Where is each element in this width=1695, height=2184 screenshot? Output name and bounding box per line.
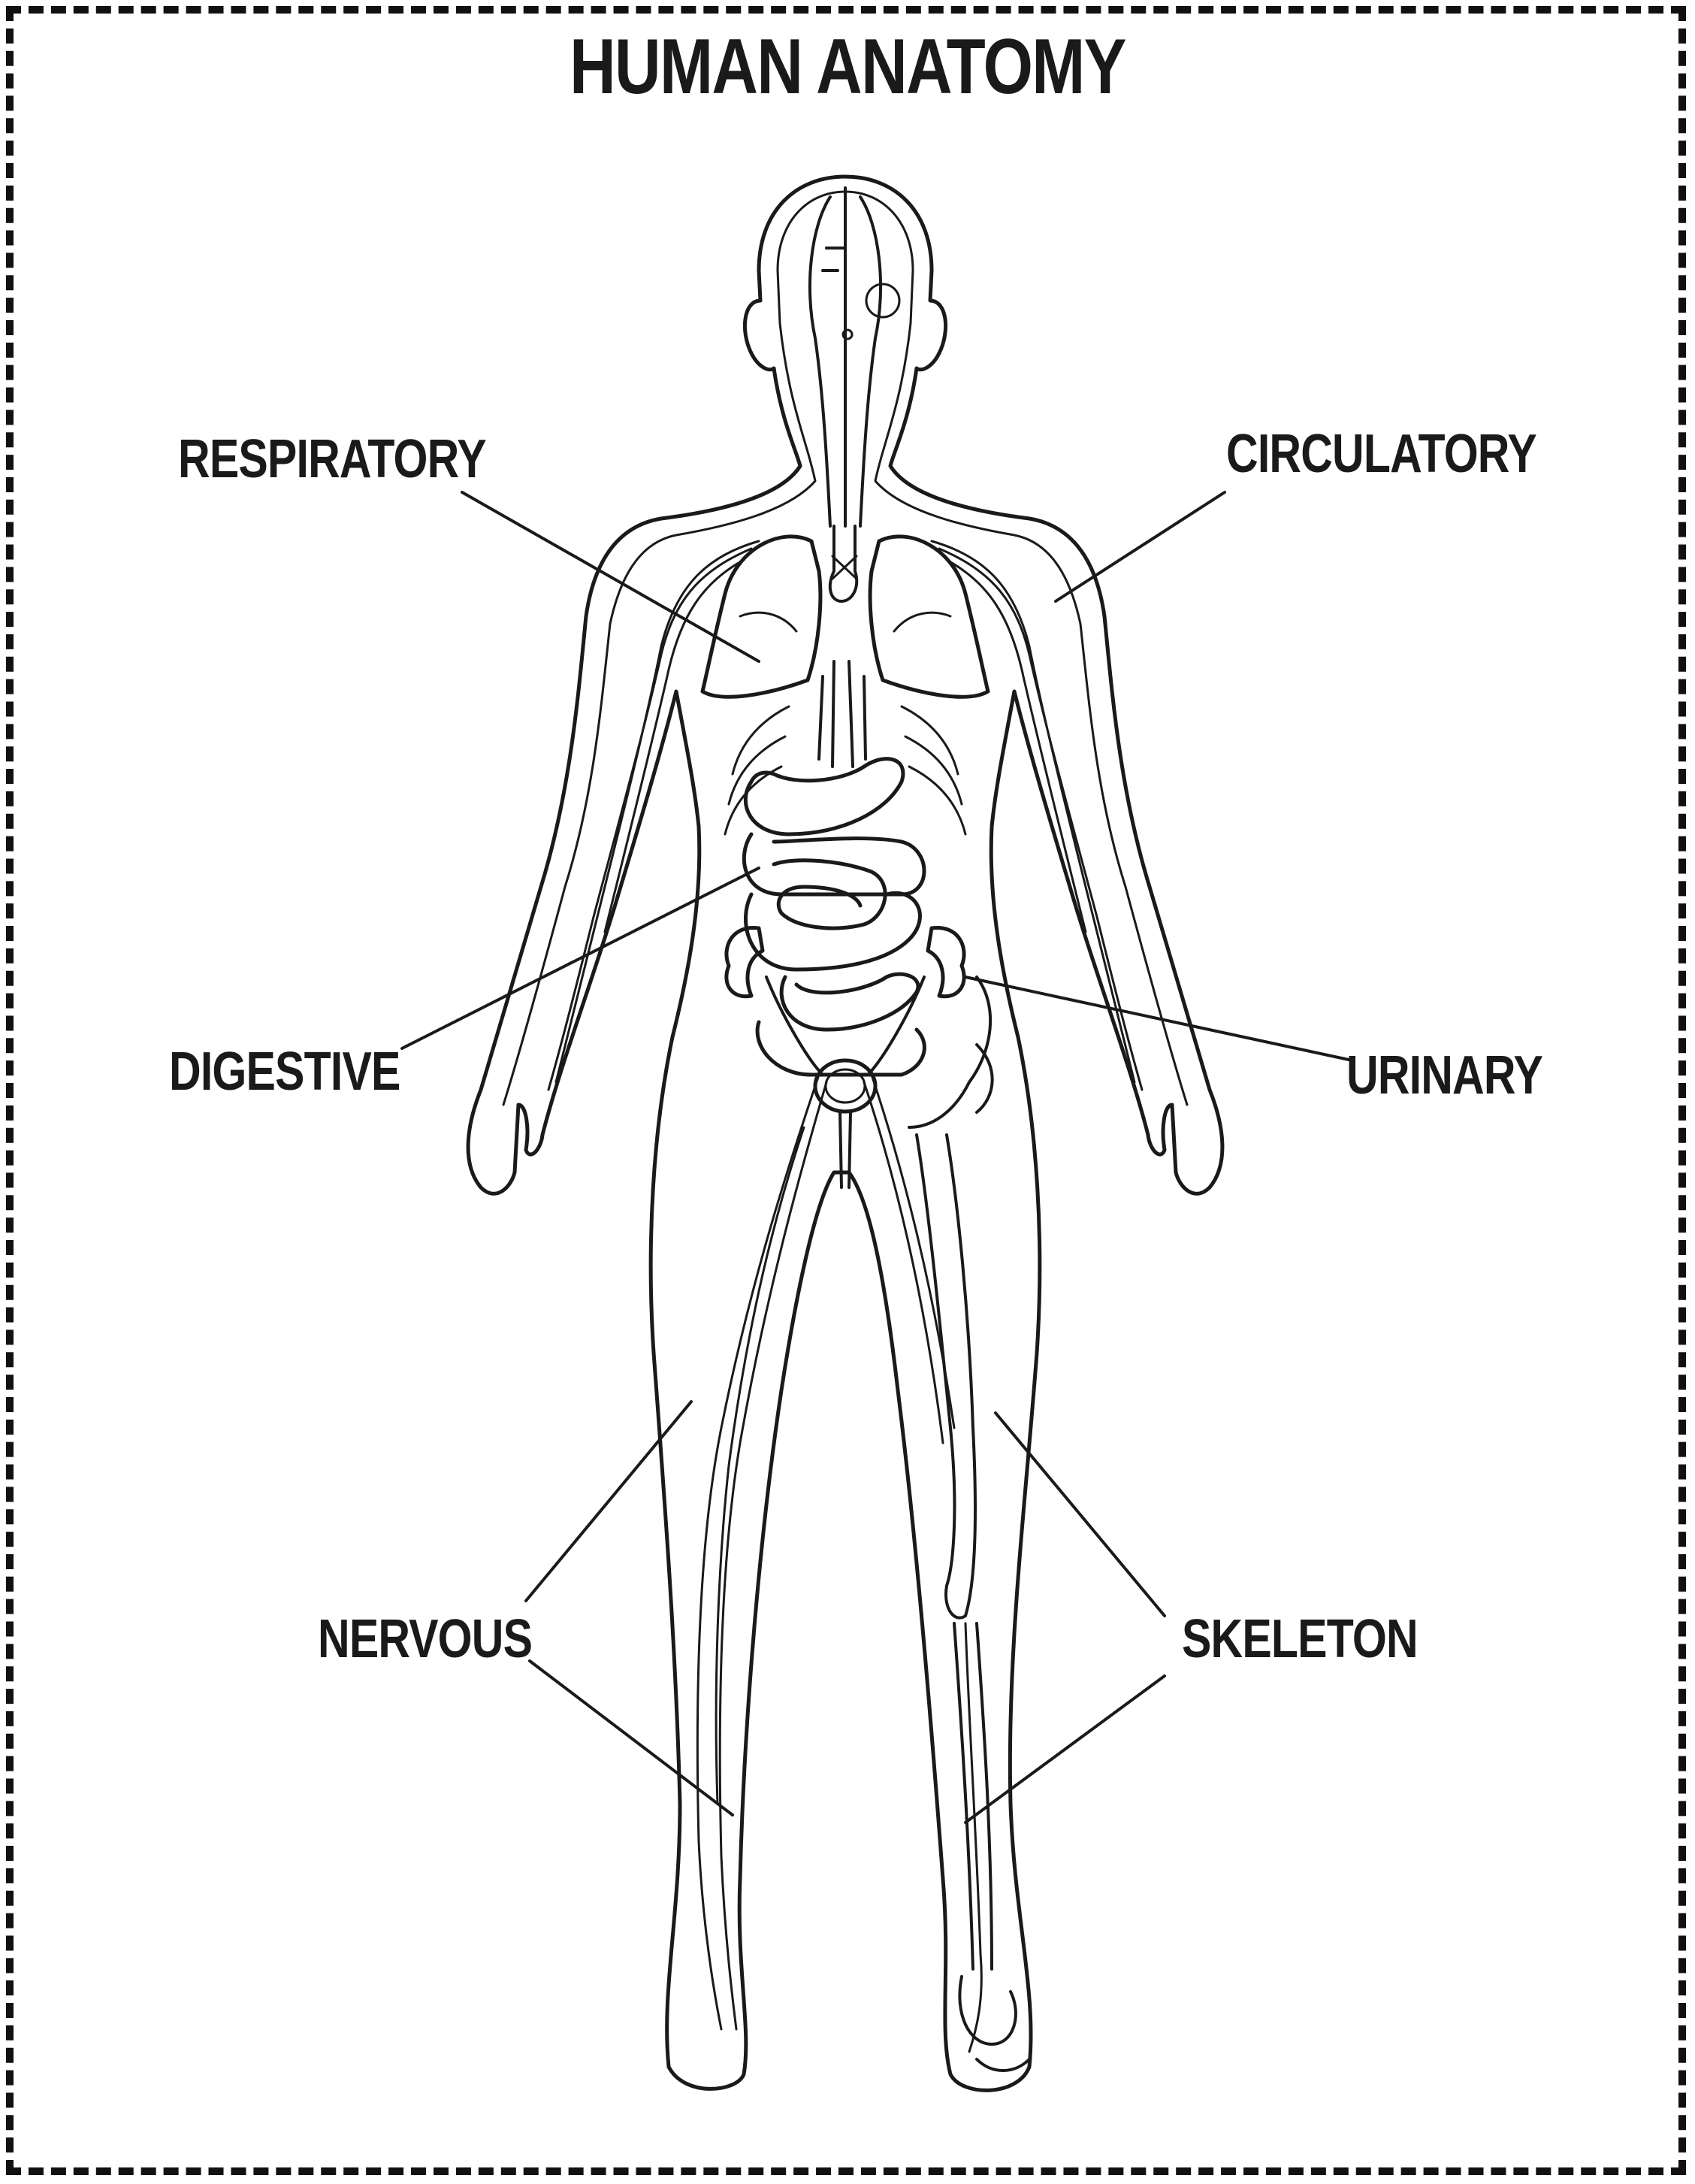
dashed-border	[6, 6, 1686, 2175]
pelvis	[908, 976, 994, 1129]
kidney-right	[926, 926, 966, 999]
kidney-left	[724, 926, 765, 999]
leg-nerves-right	[863, 1073, 983, 2053]
leader-digestive	[400, 867, 760, 1050]
foot-bones	[958, 1975, 1031, 2072]
leader-skeleton-upper	[994, 1411, 1166, 1617]
brain-ear-detail	[865, 283, 901, 319]
ribs	[724, 705, 967, 836]
leader-respiratory	[461, 491, 760, 663]
page-title: HUMAN ANATOMY	[570, 23, 1126, 110]
label-respiratory: RESPIRATORY	[178, 429, 487, 489]
label-nervous: NERVOUS	[318, 1609, 533, 1669]
arm-vessels-left	[547, 540, 760, 1091]
leg-nerves-left	[696, 1073, 828, 2031]
small-intestine	[772, 858, 887, 930]
label-skeleton: SKELETON	[1182, 1609, 1419, 1669]
large-intestine	[742, 832, 926, 972]
lung-right	[868, 534, 990, 699]
label-urinary: URINARY	[1346, 1045, 1543, 1106]
lung-left	[700, 534, 823, 699]
leader-skeleton-lower	[964, 1674, 1166, 1824]
arm-vessels-right	[930, 540, 1144, 1091]
femur	[915, 1133, 977, 1620]
leader-urinary	[964, 976, 1350, 1061]
leader-nervous-lower	[528, 1659, 734, 1816]
trachea	[828, 525, 859, 603]
body-inner-outline	[502, 190, 1189, 1106]
spinal-cord	[808, 186, 883, 528]
tibia	[953, 1622, 993, 1971]
leader-lines	[400, 491, 1350, 1824]
leader-nervous-upper	[524, 1400, 693, 1602]
label-circulatory: CIRCULATORY	[1226, 424, 1537, 484]
label-digestive: DIGESTIVE	[169, 1042, 400, 1102]
leader-circulatory	[1054, 491, 1226, 603]
stomach	[743, 757, 905, 836]
